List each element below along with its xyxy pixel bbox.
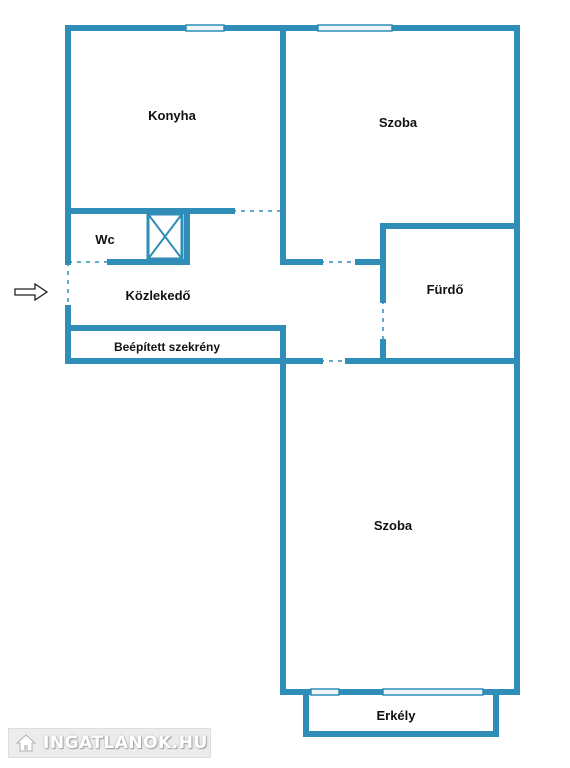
- window-balcony-left: [310, 688, 340, 696]
- label-kozlekedo: Közlekedő: [125, 288, 190, 303]
- arrow-right-outline-icon: [14, 282, 49, 302]
- wall-bathroom: [380, 223, 520, 364]
- label-szoba-bottom: Szoba: [374, 518, 413, 533]
- wall-outer-north-west: [65, 25, 520, 265]
- crossed-box-icon: [146, 212, 184, 261]
- house-icon: [15, 734, 37, 752]
- room-labels: Konyha Szoba Wc Közlekedő Fürdő Beépítet…: [95, 108, 463, 723]
- label-szoba-top: Szoba: [379, 115, 418, 130]
- label-szekreny: Beépített szekrény: [114, 340, 220, 354]
- label-konyha: Konyha: [148, 108, 196, 123]
- window-balcony-right: [382, 688, 484, 696]
- wall-wc-east: [107, 208, 190, 265]
- label-erkely: Erkély: [376, 708, 416, 723]
- door-openings: [67, 210, 384, 362]
- watermark-text: INGATLANOK.HU: [43, 733, 208, 753]
- window-room-top: [317, 24, 393, 32]
- wall-kitchen-room-divider: [280, 25, 323, 265]
- label-wc: Wc: [95, 232, 115, 247]
- label-furdo: Fürdő: [427, 282, 464, 297]
- windows: [185, 24, 484, 696]
- wall-balcony: [303, 689, 499, 737]
- walls: [65, 25, 520, 737]
- watermark: INGATLANOK.HU: [8, 728, 211, 758]
- window-kitchen: [185, 24, 225, 32]
